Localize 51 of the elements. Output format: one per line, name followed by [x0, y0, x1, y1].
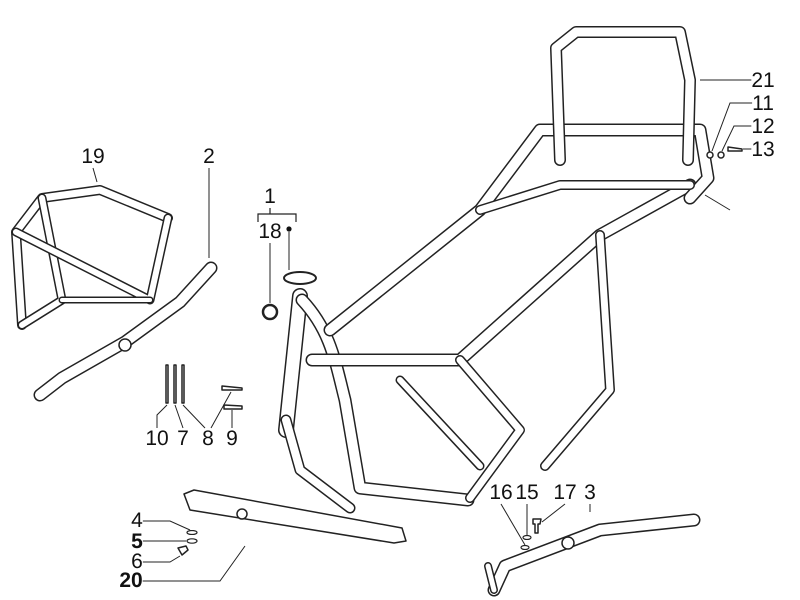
leader-line: [156, 404, 168, 428]
head-tube-cap-drawing: [282, 270, 318, 286]
callout-number: 15: [515, 482, 539, 504]
callout-number: 7: [177, 428, 189, 450]
callout-number: 13: [751, 139, 775, 161]
callout-number: 10: [145, 428, 169, 450]
bolt-drawing: [222, 404, 244, 410]
callout-number: 16: [489, 482, 513, 504]
leader-line: [208, 168, 210, 258]
leader-line: [92, 168, 98, 182]
leader-line: [542, 504, 566, 522]
leader-line: [142, 520, 190, 530]
callout-number: 6: [131, 551, 143, 573]
callout-number: 9: [226, 428, 238, 450]
screw-drawing: [220, 384, 244, 392]
washer-drawing: [706, 151, 714, 159]
leader-line: [142, 540, 186, 542]
bolt-drawing: [727, 146, 743, 152]
bolt-drawing: [164, 363, 170, 405]
leader-line: [526, 504, 528, 536]
bolt-drawing: [176, 544, 190, 556]
leader-line: [210, 392, 232, 428]
callout-number: 3: [584, 482, 596, 504]
washer-drawing: [186, 538, 198, 544]
washer-drawing: [186, 530, 198, 535]
leader-line: [174, 404, 184, 428]
callout-number: 4: [131, 510, 143, 532]
leader-line: [142, 546, 246, 582]
leader-line: [712, 102, 753, 152]
dot-marker: [286, 226, 292, 232]
callout-number: 1: [264, 186, 276, 208]
bolt-drawing: [180, 363, 186, 405]
leader-line: [742, 148, 752, 150]
callout-number: 12: [751, 116, 775, 138]
bolt-drawing: [172, 363, 178, 405]
leader-line: [182, 404, 206, 428]
callout-number: 11: [752, 93, 774, 115]
callout-number: 19: [81, 146, 105, 168]
callout-number: 2: [203, 146, 215, 168]
spring-washer-drawing: [717, 151, 725, 159]
callout-number: 21: [751, 70, 775, 92]
callout-number: 20: [119, 570, 143, 592]
callout-number: 8: [202, 428, 214, 450]
leader-line: [288, 232, 290, 270]
callout-number: 17: [553, 482, 577, 504]
callout-number: 18: [258, 221, 282, 243]
callout-number: 5: [131, 531, 143, 553]
ring-drawing: [261, 303, 279, 321]
leader-line: [722, 126, 752, 152]
leader-line: [500, 504, 526, 546]
leader-line: [142, 556, 180, 562]
